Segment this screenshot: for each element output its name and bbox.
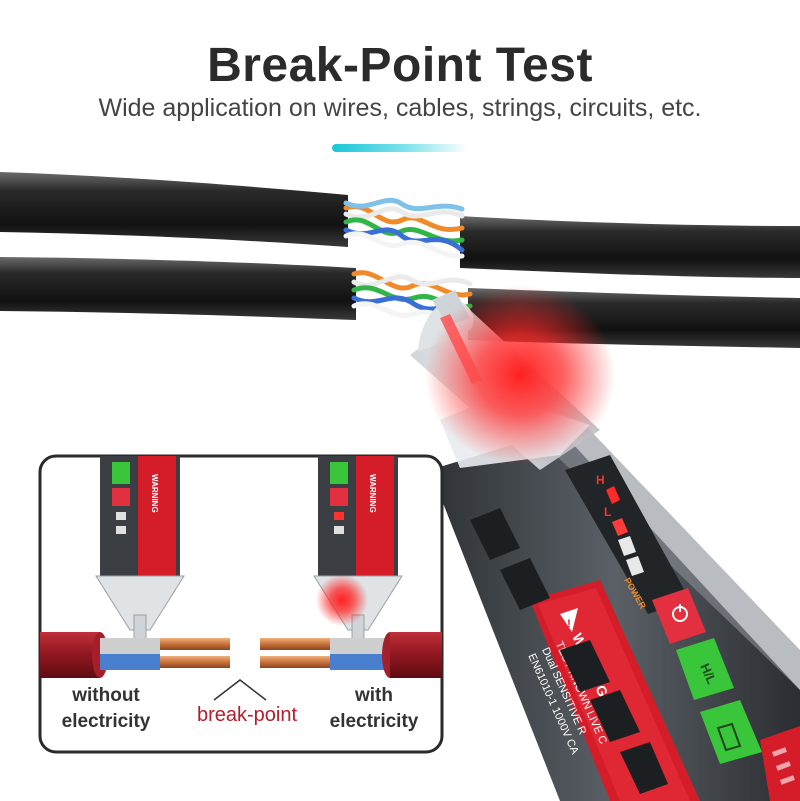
flashlight-beep-icon (716, 722, 742, 752)
caption-without: without (72, 685, 140, 706)
page-subtitle: Wide application on wires, cables, strin… (98, 94, 702, 122)
indicator-l-label: L (604, 505, 611, 519)
flashlight-beep-button[interactable] (700, 700, 762, 764)
caption-with-electricity: with electricity (318, 683, 430, 735)
accent-underline (332, 144, 468, 152)
caption-break-point: break-point (196, 704, 298, 726)
mini-live-glow (316, 574, 368, 626)
caption-without-electricity: without electricity (50, 683, 162, 735)
svg-text:!: ! (567, 618, 571, 630)
wire-left (40, 632, 230, 678)
break-point-pointer (213, 679, 267, 701)
upper-cable (0, 172, 800, 278)
live-detection-glow (425, 285, 615, 465)
hl-button[interactable]: H/L (676, 638, 734, 700)
power-button[interactable] (652, 588, 706, 644)
indicator-h-label: H (596, 473, 605, 487)
mini-tester-without-electricity: WARNING (95, 456, 185, 646)
caption-electricity-right: electricity (329, 711, 419, 732)
comparison-inset: WARNING WARNING (38, 454, 444, 754)
caption-with: with (355, 685, 393, 706)
mini-tester-with-electricity: WARNING (313, 456, 403, 646)
mini-warning-left: WARNING (150, 474, 159, 513)
page-title: Break-Point Test (207, 39, 593, 92)
voltage-tester-large: ! WARNING: TEST KNOWN LIVE C Dual SENSIT… (410, 285, 800, 801)
wire-right (260, 632, 442, 678)
caption-electricity-left: electricity (61, 711, 151, 732)
mini-warning-right: WARNING (368, 474, 377, 513)
